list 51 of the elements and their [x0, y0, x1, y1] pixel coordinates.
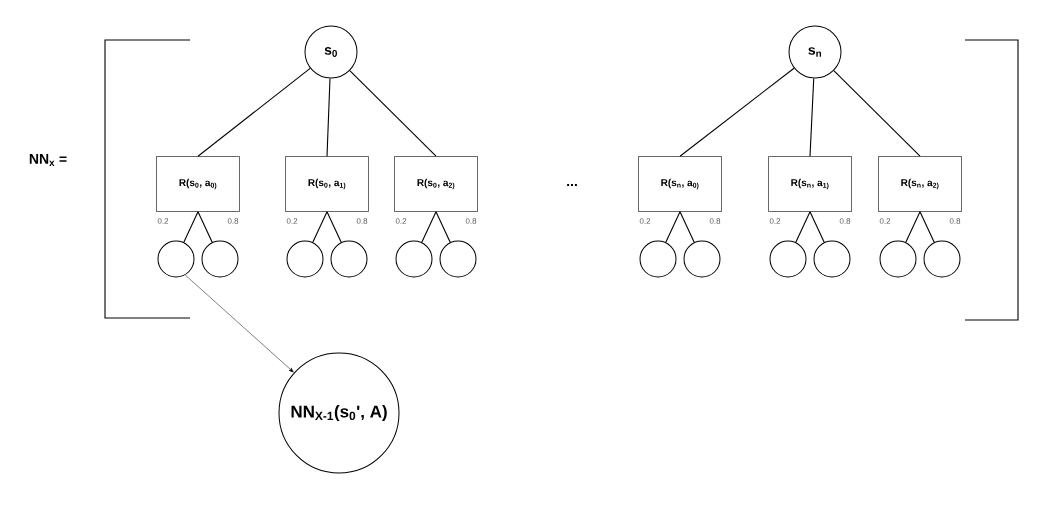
- connector-line: [905, 211, 921, 243]
- connector-line: [197, 67, 311, 157]
- edge-label: 0.8: [838, 217, 852, 225]
- edge-label: 0.2: [638, 217, 652, 225]
- outcome-circle: [813, 240, 851, 278]
- connector-line: [312, 211, 328, 243]
- outcome-circle: [201, 240, 239, 278]
- edge-label: 0.8: [355, 217, 369, 225]
- outcome-circle: [769, 240, 807, 278]
- edge-label: 0.2: [285, 217, 299, 225]
- reward-box: R(s$_{0}$, a$_{0)}$: [156, 156, 240, 212]
- outcome-circle: [286, 240, 324, 278]
- connector-line: [665, 211, 681, 243]
- arrow: [185, 274, 294, 373]
- equation-label: NN$_{x}$ =: [29, 154, 67, 166]
- connector-line: [809, 77, 815, 157]
- edge-label: 0.8: [708, 217, 722, 225]
- edge-label: 0.2: [768, 217, 782, 225]
- connector-line: [833, 70, 921, 157]
- connector-line: [809, 211, 825, 243]
- outcome-circle: [330, 240, 368, 278]
- outcome-circle: [639, 240, 677, 278]
- connector-line: [795, 211, 811, 243]
- connector-line: [183, 211, 199, 243]
- edge-label: 0.2: [156, 217, 170, 225]
- connector-line: [421, 211, 437, 243]
- connector-line: [435, 211, 451, 243]
- reward-box: R(s$_{0}$, a$_{2)}$: [394, 156, 478, 212]
- outcome-circle: [879, 240, 917, 278]
- edge-label: 0.8: [948, 217, 962, 225]
- reward-box: R(s$_{n}$, a$_{0)}$: [638, 156, 722, 212]
- outcome-circle: [395, 240, 433, 278]
- connector-line: [326, 211, 342, 243]
- connector-line: [349, 70, 437, 157]
- connector-line: [679, 67, 795, 157]
- connector-line: [919, 211, 935, 243]
- ellipsis: ...: [567, 183, 577, 187]
- edge-label: 0.8: [226, 217, 240, 225]
- outcome-circle: [683, 240, 721, 278]
- edge-label: 0.8: [464, 217, 478, 225]
- connector-line: [326, 77, 331, 157]
- edge-label: 0.2: [878, 217, 892, 225]
- reward-box: R(s$_{0}$, a$_{1)}$: [285, 156, 369, 212]
- outcome-circle: [157, 240, 195, 278]
- reward-box: R(s$_{n}$, a$_{2)}$: [878, 156, 962, 212]
- connector-line: [197, 211, 213, 243]
- edge-label: 0.2: [394, 217, 408, 225]
- connector-line: [679, 211, 695, 243]
- outcome-circle: [439, 240, 477, 278]
- outcome-circle: [923, 240, 961, 278]
- reward-box: R(s$_{n}$, a$_{1)}$: [768, 156, 852, 212]
